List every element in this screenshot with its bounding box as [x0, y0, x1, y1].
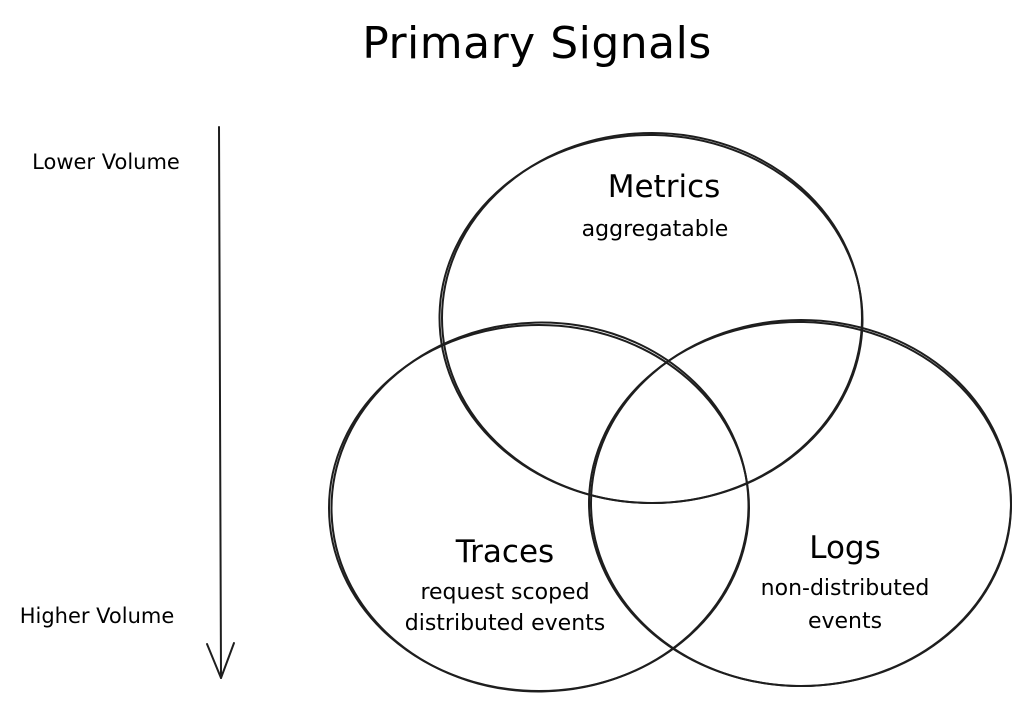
higher-volume-label: Higher Volume — [20, 604, 175, 628]
logs-description-line1: non-distributed — [761, 576, 930, 601]
metrics-circle — [438, 132, 864, 505]
metrics-title: Metrics — [608, 169, 721, 205]
volume-axis-line — [218, 126, 222, 679]
logs-title: Logs — [809, 530, 881, 566]
down-arrow-icon — [206, 642, 235, 679]
metrics-description: aggregatable — [582, 217, 729, 242]
traces-circle — [328, 321, 750, 693]
volume-axis: Lower Volume Higher Volume — [20, 126, 235, 679]
logs-circle — [588, 319, 1012, 688]
lower-volume-label: Lower Volume — [32, 150, 180, 174]
traces-description-line1: request scoped — [420, 580, 589, 605]
traces-title: Traces — [455, 534, 554, 570]
logs-description-line2: events — [808, 609, 882, 634]
traces-description-line2: distributed events — [405, 611, 605, 636]
diagram-title: Primary Signals — [362, 18, 712, 69]
